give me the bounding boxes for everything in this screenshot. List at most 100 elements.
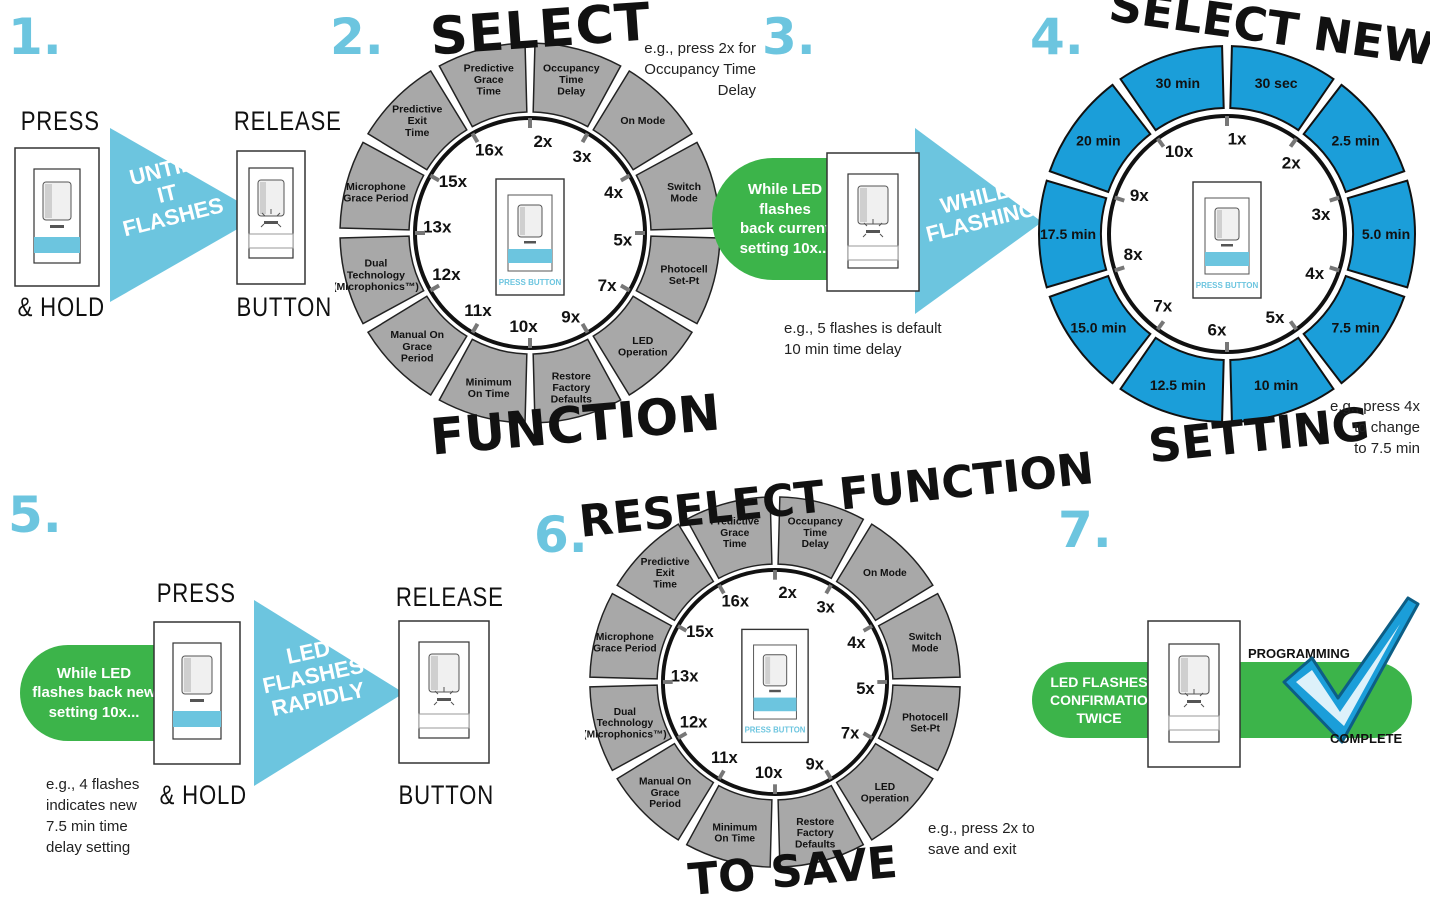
setting-press-count: 2x xyxy=(1282,154,1301,173)
step3-note: e.g., 5 flashes is default 10 min time d… xyxy=(784,320,942,358)
step5-arrow xyxy=(254,600,404,786)
save-tick xyxy=(824,583,833,595)
switch-released-5[interactable] xyxy=(398,620,490,764)
setting-tick xyxy=(1114,195,1125,203)
save-function-label-line: Delay xyxy=(802,539,830,550)
select-press-count: 9x xyxy=(561,308,580,327)
select-function-label-line: Microphone xyxy=(346,181,406,193)
save-function-label-line: Predictive xyxy=(641,557,690,568)
switch-pressed-5[interactable] xyxy=(153,621,241,765)
setting-tick xyxy=(1329,265,1340,273)
save-function-label-line: Restore xyxy=(796,817,834,828)
save-function-label-line: Dual xyxy=(614,707,636,718)
select-function-segment xyxy=(532,338,622,424)
setting-segment xyxy=(1119,336,1225,423)
save-function-label-line: Grace Period xyxy=(593,643,657,654)
setting-label: 10 min xyxy=(1254,377,1298,393)
save-press-count: 12x xyxy=(680,713,708,732)
step1-press-label: PRESS xyxy=(20,106,100,136)
select-function-label-line: Restore xyxy=(552,371,591,383)
switch-center[interactable]: PRESS BUTTON xyxy=(1192,181,1262,299)
setting-segment xyxy=(1229,336,1335,423)
step-number-7: 7. xyxy=(1058,501,1112,559)
save-function-segment xyxy=(835,742,934,841)
setting-tick xyxy=(1156,320,1166,331)
select-press-count: 7x xyxy=(598,276,617,295)
setting-label: 5.0 min xyxy=(1362,226,1410,242)
select-function-label-line: Time xyxy=(405,127,429,139)
save-function-label-line: Photocell xyxy=(902,712,948,723)
select-function-label-line: On Mode xyxy=(620,115,665,127)
select-function-label-line: Technology xyxy=(347,269,405,281)
switch-released-1[interactable] xyxy=(236,150,306,285)
save-press-count: 4x xyxy=(847,633,866,652)
save-function-label-line: Time xyxy=(653,579,677,590)
press-button-label: PRESS BUTTON xyxy=(745,726,806,735)
save-press-count: 5x xyxy=(856,679,875,698)
save-function-segment xyxy=(616,523,715,622)
save-function-label-line: Occupancy xyxy=(788,517,843,528)
setting-segment xyxy=(1119,45,1225,132)
save-function-label-line: Switch xyxy=(909,632,942,643)
select-function-label: On Mode xyxy=(620,115,665,127)
switch-flashing-3[interactable] xyxy=(826,152,920,292)
save-function-label-line: Exit xyxy=(656,568,675,579)
step-number-1: 1. xyxy=(8,8,62,66)
save-press-count: 7x xyxy=(841,724,860,743)
save-function-segment xyxy=(685,784,773,868)
step1-hold-label: & HOLD xyxy=(17,292,105,322)
switch-center[interactable]: PRESS BUTTON xyxy=(741,628,809,744)
checkmark-icon xyxy=(1282,596,1420,744)
select-tick xyxy=(470,322,480,334)
select-function-label-line: Grace Period xyxy=(343,192,408,204)
select-function-label-line: Occupancy xyxy=(543,62,600,74)
save-function-label-line: Time xyxy=(803,528,827,539)
switch-lens-shade xyxy=(1217,210,1222,238)
select-tick xyxy=(580,132,590,144)
save-tick xyxy=(676,624,688,633)
select-press-count: 4x xyxy=(604,183,623,202)
step1-release-label: RELEASE xyxy=(233,106,342,136)
switch-pressed-1[interactable] xyxy=(14,147,100,287)
save-function-segment xyxy=(589,684,673,772)
save-function-label-line: Grace xyxy=(720,528,749,539)
save-function-segment xyxy=(616,742,715,841)
press-button-area[interactable] xyxy=(753,697,797,712)
select-press-count: 2x xyxy=(533,132,552,151)
select-function-label-line: Delay xyxy=(557,85,585,97)
save-press-count: 10x xyxy=(755,763,783,782)
press-button-label: PRESS BUTTON xyxy=(1196,281,1259,290)
step7-programming-label: PROGRAMMING xyxy=(1248,646,1350,661)
press-button-area[interactable] xyxy=(1205,252,1249,266)
setting-segment xyxy=(1302,274,1406,385)
setting-press-count: 3x xyxy=(1311,205,1330,224)
step6-note: e.g., press 2x to save and exit xyxy=(928,820,1035,858)
setting-label: 2.5 min xyxy=(1332,133,1380,149)
select-function-label-line: Mode xyxy=(670,192,698,204)
press-button-area[interactable] xyxy=(508,249,552,263)
select-function-label-line: Set-Pt xyxy=(669,275,700,287)
step4-note: e.g., press 4x to change to 7.5 min xyxy=(1329,398,1420,457)
led-indicator xyxy=(1221,244,1233,247)
setting-segment xyxy=(1048,274,1152,385)
select-press-count: 16x xyxy=(475,140,504,159)
switch-confirm-7[interactable] xyxy=(1147,620,1241,768)
switch-center[interactable]: PRESS BUTTON xyxy=(495,178,565,296)
step-number-3: 3. xyxy=(762,8,816,66)
select-function-label-line: Photocell xyxy=(660,264,707,276)
select-function-label-line: Switch xyxy=(667,181,701,193)
select-press-count: 13x xyxy=(423,218,452,237)
setting-press-count: 7x xyxy=(1153,296,1172,315)
